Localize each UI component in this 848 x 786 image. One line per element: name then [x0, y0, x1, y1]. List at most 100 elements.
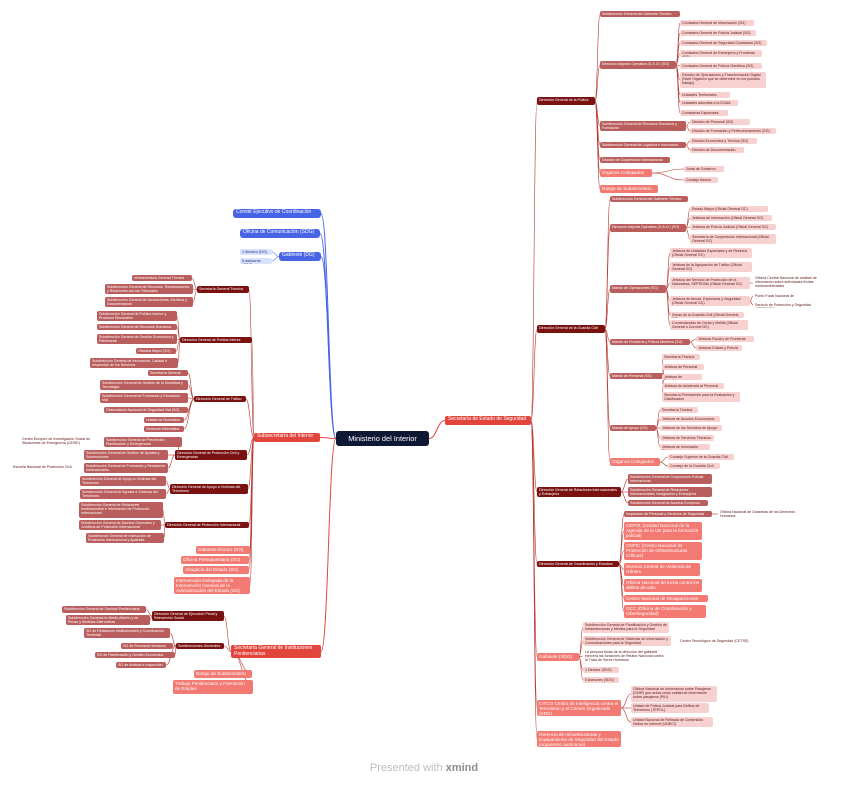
- topic-f2[interactable]: Jefatura Costas y Policía: [696, 345, 742, 351]
- topic-dgri[interactable]: Dirección General de Relaciones Internac…: [537, 487, 621, 497]
- topic-ger[interactable]: Gerencia de Infraestructuras y Equipamie…: [537, 731, 621, 747]
- topic-t4[interactable]: Observatorio Nacional de Seguridad Vial …: [104, 407, 188, 413]
- topic-z3[interactable]: Subdirección General de Instrucción de P…: [86, 533, 164, 543]
- topic-arm[interactable]: Jefatura de Armas, Explosivos y Segurida…: [670, 296, 750, 306]
- topic-t1[interactable]: Secretaría General: [148, 370, 188, 376]
- topic-q3[interactable]: Jefatura de los Servicios de Apoyo: [660, 425, 722, 431]
- topic-x3[interactable]: SG de Planificación y Gestión Económica: [95, 652, 175, 658]
- topic-op[interactable]: Oficina Presupuestaria (SG): [181, 556, 249, 564]
- topic-z2[interactable]: Subdirección General de Asuntos Generale…: [79, 520, 161, 530]
- topic-m5[interactable]: Zonas de la Guardia Civil (Oficial Gener…: [670, 312, 744, 318]
- topic-e4[interactable]: Oficina Nacional de lucha contra los del…: [624, 579, 702, 592]
- topic-dgpin[interactable]: Dirección General de Protección Internac…: [165, 522, 249, 528]
- topic-c1[interactable]: Consejo Superior de la Guardia Civil: [668, 454, 734, 460]
- topic-sub[interactable]: Subsecretaría del Interior: [254, 433, 320, 442]
- topic-e1[interactable]: CEPOL (Unidad Nacional de la Agencia de …: [624, 522, 702, 540]
- topic-m1[interactable]: Jefatura de Unidades Especiales y de Res…: [670, 248, 752, 258]
- topic-x2[interactable]: SG de Recursos Humanos: [121, 643, 173, 649]
- topic-rs1[interactable]: Rango de Subsecretario: [600, 185, 658, 193]
- topic-o2[interactable]: Consejo Asesor: [684, 177, 718, 183]
- topic-gses[interactable]: Gabinete (SDG): [537, 653, 579, 661]
- topic-a3[interactable]: Comisaría General de Seguridad Ciudadana…: [680, 40, 767, 46]
- topic-a2[interactable]: Comisaría General de Policía Judicial (S…: [680, 30, 756, 36]
- topic-p2[interactable]: Jefatura de Personal: [662, 364, 704, 370]
- topic-y1[interactable]: Subdirección General de Sanidad Penitenc…: [62, 606, 146, 613]
- topic-fn[interactable]: Escuela Nacional de Protección Civil: [13, 464, 72, 469]
- topic-dgce[interactable]: Dirección General de Coordinación y Estu…: [537, 561, 619, 567]
- topic-d4[interactable]: Oficialía Mayor (SG): [136, 348, 176, 354]
- topic-h2[interactable]: Subdirección General de Sistemas de Info…: [583, 636, 671, 646]
- topic-dgp[interactable]: Dirección General de la Policía: [537, 97, 595, 105]
- topic-h3[interactable]: La persona titular de la dirección del g…: [585, 649, 664, 663]
- topic-oc2[interactable]: Órganos Colegiados: [610, 458, 660, 466]
- topic-e6[interactable]: OCC (Oficina de Coordinación y Cibersegu…: [624, 605, 706, 618]
- topic-mop[interactable]: Mando de Operaciones (SG): [610, 285, 666, 293]
- topic-g2[interactable]: Subdirección General del Gabinete Técnic…: [610, 196, 688, 202]
- topic-r2[interactable]: División de Formación y Perfeccionamient…: [690, 128, 776, 134]
- topic-gb2[interactable]: 5 asesores (SDG): [240, 258, 272, 264]
- topic-e5[interactable]: Centro Nacional de Desapariciones: [624, 595, 708, 602]
- topic-c2[interactable]: Consejo de la Guardia Civil: [668, 463, 720, 469]
- topic-z1[interactable]: Subdirección General de Relaciones Insti…: [79, 502, 163, 518]
- topic-sgip[interactable]: Secretaría General de Instituciones Peni…: [231, 645, 321, 658]
- topic-w1[interactable]: Subdirección General de Apoyo a Víctimas…: [80, 476, 166, 486]
- topic-b4[interactable]: Secretaría de Cooperación Internacional …: [690, 234, 776, 244]
- topic-m2[interactable]: Jefatura de la Agrupación de Tráfico (Of…: [670, 262, 752, 272]
- topic-vn[interactable]: Centro Europeo de Investigación Social d…: [22, 436, 91, 445]
- topic-b2[interactable]: Jefatura de Información (Oficial General…: [690, 215, 772, 221]
- topic-o1[interactable]: Junta de Gobierno: [684, 166, 724, 172]
- topic-d1[interactable]: Subdirección General de Política Interio…: [97, 311, 177, 321]
- topic-k3[interactable]: Unidad Nacional de Retirada de Contenido…: [631, 717, 713, 727]
- topic-dgpc[interactable]: Dirección General de Protección Civil y …: [175, 450, 247, 460]
- topic-a7[interactable]: Unidades Territoriales: [680, 92, 730, 98]
- topic-e2[interactable]: CNPIC (Centro Nacional de Protección de …: [624, 542, 702, 560]
- topic-q5[interactable]: Jefatura de Innovación Digital: [660, 444, 710, 450]
- topic-b1[interactable]: Estado Mayor (Oficial General GC): [690, 206, 768, 212]
- topic-i3[interactable]: Subdirección General de Asuntos Europeos: [628, 500, 708, 506]
- topic-k2[interactable]: Unidad de Policía Judicial para Delitos …: [631, 703, 709, 713]
- topic-a5[interactable]: Comisaría General de Policía Científica …: [680, 63, 762, 69]
- topic-sep[interactable]: Jefatura del Servicio de Protección de l…: [670, 277, 750, 289]
- topic-i2[interactable]: Subdirección General de Relaciones Inter…: [628, 487, 712, 497]
- topic-d5[interactable]: Subdirección General de Innovación, Cali…: [90, 358, 178, 368]
- topic-q4[interactable]: Jefatura de Servicios Técnicos: [660, 435, 714, 441]
- topic-v1[interactable]: Subdirección General de Prevención, Plan…: [104, 437, 182, 447]
- topic-q1[interactable]: Secretaría Técnica: [660, 407, 698, 413]
- topic-h5[interactable]: 5 Asesores (SDG): [583, 677, 619, 683]
- topic-log[interactable]: Subdirección General de Logística e Inno…: [600, 142, 686, 148]
- topic-dao2[interactable]: Dirección Adjunta Operativa (D.A.O.) (SG…: [610, 224, 686, 232]
- topic-tpe[interactable]: Trabajo Penitenciario y Formación de Emp…: [173, 680, 253, 694]
- topic-l2[interactable]: División de Documentación: [690, 147, 744, 153]
- topic-s1[interactable]: Vicesecretaría General Técnica: [132, 275, 192, 281]
- topic-a4[interactable]: Comisaría General de Extranjería y Front…: [680, 50, 762, 57]
- topic-i1[interactable]: Subdirección General de Cooperación Poli…: [628, 474, 712, 484]
- topic-r1[interactable]: División de Personal (SG): [690, 119, 750, 125]
- topic-g1[interactable]: Subdirección General del Gabinete Técnic…: [600, 11, 680, 17]
- topic-rh[interactable]: Subdirección General de Recursos Humanos…: [600, 121, 686, 131]
- topic-cit[interactable]: CITCO Centro de Inteligencia contra el T…: [537, 700, 621, 716]
- topic-gb1[interactable]: 1 director (DG): [240, 249, 272, 255]
- topic-sepn[interactable]: Oficina Central Nacional de análisis de …: [755, 275, 817, 289]
- topic-a8[interactable]: Unidades adscritas a la DOAA: [680, 100, 738, 106]
- topic-t2[interactable]: Subdirección General de Gestión de la Mo…: [100, 380, 188, 390]
- topic-w2[interactable]: Subdirección General de Ayudas a Víctima…: [80, 489, 166, 499]
- topic-s3[interactable]: Subdirección General de Asociaciones, Ar…: [105, 297, 193, 307]
- topic-map[interactable]: Mando de Apoyo (SG): [610, 425, 656, 431]
- topic-a1[interactable]: Comisaría General de Información (SG): [680, 20, 754, 26]
- topic-sdg[interactable]: Subdirecciones Generales: [176, 643, 224, 649]
- topic-dao[interactable]: Dirección Adjunta Operativa (D.A.O.) (SG…: [600, 61, 676, 69]
- topic-p1[interactable]: Secretaría Técnica: [662, 354, 700, 360]
- topic-q2[interactable]: Jefatura de Asuntos Económicos: [660, 416, 720, 422]
- topic-l1[interactable]: División Económica y Técnica (SG): [690, 138, 757, 144]
- topic-gab[interactable]: Gabinete (DG): [279, 252, 321, 261]
- topic-gt[interactable]: Gabinete técnico (SG): [196, 546, 250, 554]
- topic-v3[interactable]: Subdirección General de Formación y Rela…: [84, 463, 168, 473]
- topic-dci[interactable]: División de Cooperación Internacional: [600, 157, 670, 163]
- topic-dgav[interactable]: Dirección General de Apoyo a Víctimas de…: [170, 484, 248, 494]
- topic-p4[interactable]: Jefatura de Asistencia al Personal: [662, 383, 724, 389]
- topic-x1[interactable]: SG de Relaciones Institucionales y Coord…: [84, 628, 170, 638]
- topic-y2[interactable]: Subdirección General de Medio Abierto y …: [66, 615, 150, 625]
- topic-p3[interactable]: Jefatura de Enseñanza: [662, 374, 702, 380]
- topic-cec[interactable]: Comité Ejecutivo de Coordinación: [233, 209, 321, 218]
- topic-x4[interactable]: SG de Análisis e Inspección: [116, 662, 166, 668]
